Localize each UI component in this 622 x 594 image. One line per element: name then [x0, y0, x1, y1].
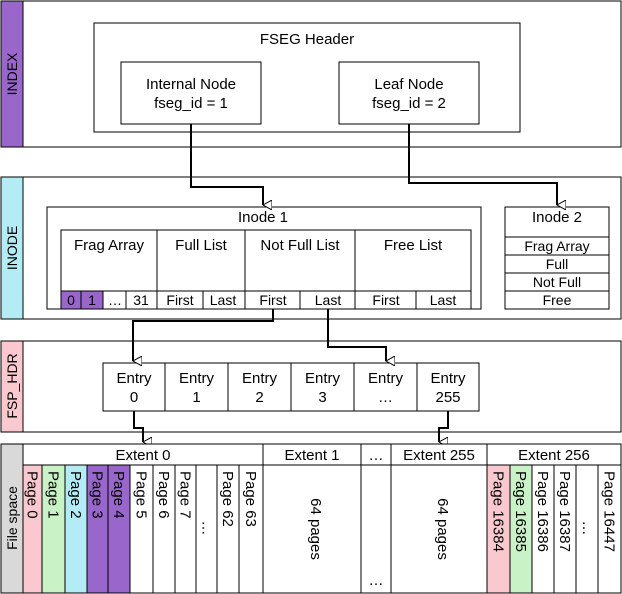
not-full-last-arrow [327, 309, 386, 361]
index-side-bar [0, 0, 24, 148]
internal-node-name: Internal Node [146, 76, 236, 93]
extent0-page-cell-10 [238, 464, 264, 594]
internal-node-arrow [190, 124, 263, 205]
extent-255-label: Extent 255 [403, 447, 475, 464]
free-list-last: Last [430, 292, 457, 308]
fsp-entry-1-number: 1 [192, 389, 200, 406]
extent256-page-cell-5 [597, 464, 622, 594]
frag-array-label: Frag Array [74, 237, 145, 254]
extent0-page-label-6: Page 6 [155, 471, 172, 519]
inode1-lists [60, 229, 472, 310]
extent0-page-ellipsis: … [199, 521, 216, 536]
fsp-entry-3-label: Entry [305, 370, 341, 387]
extent0-page-label-5: Page 5 [133, 471, 150, 519]
inode2-row-frag-array: Frag Array [524, 238, 589, 254]
frag-slot-1 [80, 290, 104, 310]
frag-slot-0-label: 0 [67, 292, 75, 308]
extent0-page-label-9: Page 62 [219, 471, 236, 527]
extent-0-label: Extent 0 [115, 447, 170, 464]
inode2-title: Inode 2 [532, 209, 582, 226]
fsp-entry-2-label: Entry [242, 370, 278, 387]
frag-slot-ellipsis-label: … [108, 292, 122, 308]
extent0-page-label-7: Page 7 [177, 471, 194, 519]
internal-node-id: fseg_id = 1 [154, 95, 228, 112]
internal-node-box [120, 61, 262, 125]
inode2-box [504, 206, 610, 310]
extent0-page-label-1: Page 1 [45, 471, 62, 519]
inode1-title: Inode 1 [238, 209, 288, 226]
full-list-last: Last [210, 292, 237, 308]
inode2-row-full: Full [546, 256, 569, 272]
frag-slot-31-label: 31 [133, 292, 149, 308]
not-full-list-last: Last [315, 292, 342, 308]
inode2-row-not-full: Not Full [533, 274, 581, 290]
extent0-page-label-3: Page 3 [89, 471, 106, 519]
frag-slot-1-label: 1 [88, 292, 96, 308]
free-list-label: Free List [384, 237, 443, 254]
fsp-entry-5-label: Entry [430, 370, 466, 387]
extent-1-label: Extent 1 [284, 447, 339, 464]
fseg-header-title: FSEG Header [260, 31, 354, 48]
extent0-page-label-10: Page 63 [242, 471, 259, 527]
inode-side-bar [0, 176, 24, 320]
filespace-side-label: File space [4, 486, 20, 550]
extent256-page-label-5: Page 16447 [601, 471, 618, 552]
fsp-entry-2-number: 2 [255, 389, 263, 406]
extent0-page-label-2: Page 2 [67, 471, 84, 519]
leaf-node-arrow [408, 124, 557, 205]
full-list-label: Full List [175, 237, 228, 254]
full-list-first: First [166, 292, 193, 308]
entry0-arrow [133, 411, 143, 442]
fsp-entry-1-label: Entry [179, 370, 215, 387]
extent-256-label: Extent 256 [518, 447, 590, 464]
fsp-entry-0-number: 0 [130, 389, 138, 406]
extent256-page-ellipsis: … [579, 521, 596, 536]
inode-side-label: INODE [4, 226, 20, 270]
inode2-row-free: Free [543, 292, 572, 308]
extent256-page-label-0: Page 16384 [490, 471, 507, 552]
fsp-entry-3-number: 3 [318, 389, 326, 406]
index-side-label: INDEX [4, 52, 20, 95]
extent256-page-label-1: Page 16385 [512, 471, 529, 552]
fsp-entry-0-label: Entry [116, 370, 152, 387]
extent-1-pages-label: 64 pages [307, 498, 324, 560]
extent-ellipsis-label: … [369, 447, 384, 464]
extent256-page-label-3: Page 16387 [556, 471, 573, 552]
extent256-page-label-2: Page 16386 [534, 471, 551, 552]
leaf-node-id: fseg_id = 2 [372, 95, 446, 112]
fsp-entry-4-number: … [378, 389, 393, 406]
fsp-entry-4-label: Entry [368, 370, 404, 387]
extent0-page-label-0: Page 0 [24, 471, 41, 519]
entry255-arrow [438, 411, 449, 442]
fsp-hdr-side-label: FSP_HDR [4, 353, 20, 418]
fsp-entry-5-number: 255 [435, 389, 460, 406]
fsp-hdr-side-bar [0, 340, 24, 433]
not-full-list-first: First [259, 292, 286, 308]
middle-ellipsis: … [369, 572, 384, 589]
extent0-page-label-4: Page 4 [110, 471, 127, 519]
leaf-node-name: Leaf Node [374, 76, 443, 93]
free-list-first: First [372, 292, 399, 308]
not-full-first-arrow [132, 309, 274, 361]
not-full-list-label: Not Full List [260, 237, 340, 254]
extent-255-pages-label: 64 pages [434, 498, 451, 560]
leaf-node-box [338, 61, 480, 125]
